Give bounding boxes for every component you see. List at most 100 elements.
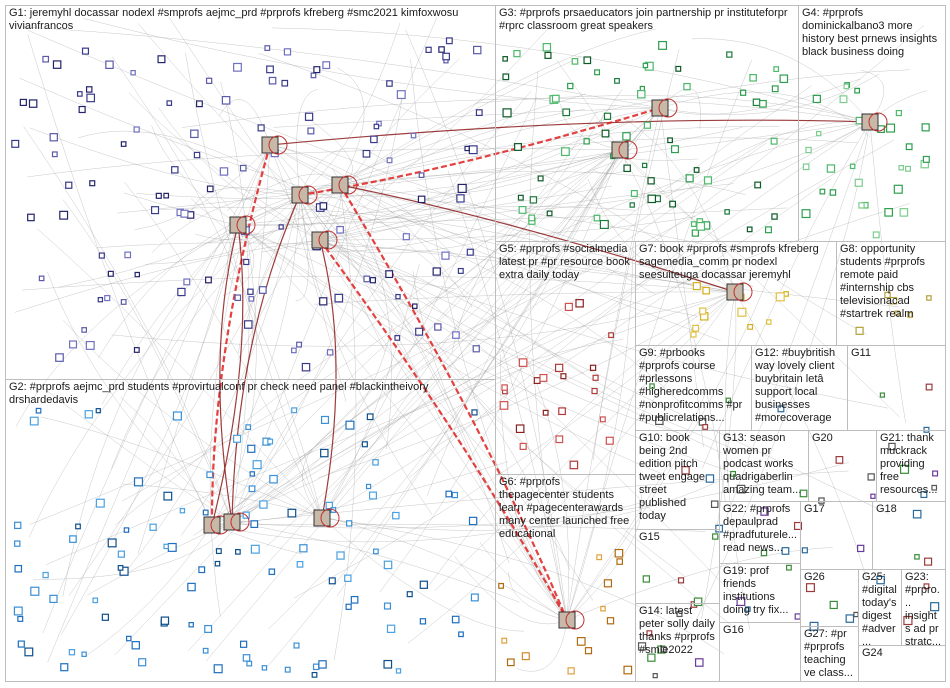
graph-node[interactable] — [513, 50, 521, 58]
graph-hub-node[interactable] — [861, 113, 879, 131]
graph-node[interactable] — [605, 436, 614, 445]
graph-node[interactable] — [95, 408, 101, 414]
graph-node[interactable] — [24, 647, 34, 657]
graph-node[interactable] — [781, 547, 790, 555]
graph-node[interactable] — [760, 549, 768, 557]
graph-node[interactable] — [365, 483, 372, 490]
graph-node[interactable] — [183, 278, 191, 286]
graph-node[interactable] — [202, 509, 209, 516]
graph-node[interactable] — [843, 83, 850, 90]
graph-node[interactable] — [921, 123, 930, 132]
graph-node[interactable] — [372, 459, 379, 466]
graph-node[interactable] — [138, 658, 147, 667]
graph-node[interactable] — [601, 129, 610, 138]
graph-node[interactable] — [193, 151, 201, 159]
graph-node[interactable] — [677, 577, 685, 584]
graph-node[interactable] — [250, 520, 259, 529]
graph-node[interactable] — [893, 184, 903, 194]
graph-node[interactable] — [293, 642, 300, 649]
graph-node[interactable] — [694, 658, 704, 667]
graph-node[interactable] — [560, 373, 567, 380]
graph-node[interactable] — [320, 415, 330, 424]
graph-node[interactable] — [81, 651, 87, 657]
graph-node[interactable] — [667, 137, 673, 144]
graph-node[interactable] — [258, 286, 267, 294]
graph-node[interactable] — [247, 444, 256, 453]
graph-node[interactable] — [304, 112, 314, 121]
graph-node[interactable] — [105, 60, 114, 70]
graph-node[interactable] — [84, 410, 94, 419]
graph-node[interactable] — [95, 498, 105, 508]
graph-node[interactable] — [637, 642, 647, 651]
graph-node[interactable] — [542, 409, 549, 416]
graph-node[interactable] — [281, 79, 289, 87]
graph-node[interactable] — [736, 597, 746, 607]
graph-node[interactable] — [86, 93, 96, 103]
graph-node[interactable] — [696, 221, 706, 231]
graph-node[interactable] — [608, 332, 614, 339]
graph-node[interactable] — [876, 575, 885, 585]
graph-node[interactable] — [925, 383, 933, 391]
graph-node[interactable] — [592, 374, 599, 381]
graph-node[interactable] — [506, 658, 515, 667]
graph-node[interactable] — [107, 270, 114, 277]
graph-node[interactable] — [473, 45, 482, 55]
graph-node[interactable] — [160, 616, 170, 625]
graph-node[interactable] — [622, 132, 631, 141]
graph-node[interactable] — [287, 508, 297, 518]
graph-node[interactable] — [373, 548, 379, 555]
graph-node[interactable] — [528, 214, 536, 222]
graph-node[interactable] — [247, 288, 254, 295]
graph-node[interactable] — [383, 602, 392, 610]
graph-node[interactable] — [920, 491, 928, 499]
graph-node[interactable] — [884, 291, 891, 299]
graph-node[interactable] — [11, 139, 20, 148]
graph-node[interactable] — [130, 69, 136, 76]
graph-node[interactable] — [133, 347, 140, 353]
graph-node[interactable] — [770, 137, 778, 145]
graph-node[interactable] — [134, 271, 140, 278]
graph-node[interactable] — [206, 471, 214, 479]
graph-node[interactable] — [432, 267, 441, 276]
graph-node[interactable] — [914, 554, 920, 560]
graph-node[interactable] — [291, 347, 297, 354]
graph-node[interactable] — [243, 320, 253, 329]
graph-node[interactable] — [49, 594, 58, 604]
graph-node[interactable] — [754, 181, 762, 189]
graph-hub-node[interactable] — [291, 186, 309, 204]
graph-node[interactable] — [252, 460, 262, 470]
graph-node[interactable] — [652, 673, 658, 679]
graph-node[interactable] — [51, 151, 58, 158]
graph-node[interactable] — [326, 349, 334, 356]
graph-node[interactable] — [867, 473, 875, 481]
graph-node[interactable] — [396, 90, 406, 100]
graph-node[interactable] — [736, 484, 746, 494]
graph-node[interactable] — [250, 544, 260, 554]
graph-node[interactable] — [17, 640, 25, 648]
graph-node[interactable] — [583, 56, 592, 65]
graph-node[interactable] — [899, 464, 910, 474]
graph-node[interactable] — [766, 319, 772, 325]
graph-node[interactable] — [245, 424, 252, 431]
graph-node[interactable] — [647, 653, 656, 662]
graph-node[interactable] — [221, 95, 231, 105]
graph-node[interactable] — [267, 438, 274, 445]
graph-node[interactable] — [171, 166, 179, 174]
graph-node[interactable] — [14, 564, 23, 573]
graph-node[interactable] — [35, 407, 42, 414]
graph-node[interactable] — [383, 560, 393, 570]
graph-node[interactable] — [319, 297, 328, 306]
graph-node[interactable] — [801, 547, 808, 554]
graph-node[interactable] — [777, 405, 785, 413]
graph-node[interactable] — [898, 164, 904, 171]
graph-node[interactable] — [38, 275, 45, 282]
graph-node[interactable] — [177, 287, 186, 297]
graph-node[interactable] — [395, 293, 401, 300]
graph-node[interactable] — [368, 491, 377, 500]
graph-node[interactable] — [759, 99, 767, 108]
graph-node[interactable] — [924, 557, 933, 566]
graph-node[interactable] — [425, 46, 432, 53]
graph-node[interactable] — [905, 165, 911, 172]
graph-node[interactable] — [457, 183, 467, 193]
graph-node[interactable] — [370, 135, 378, 144]
